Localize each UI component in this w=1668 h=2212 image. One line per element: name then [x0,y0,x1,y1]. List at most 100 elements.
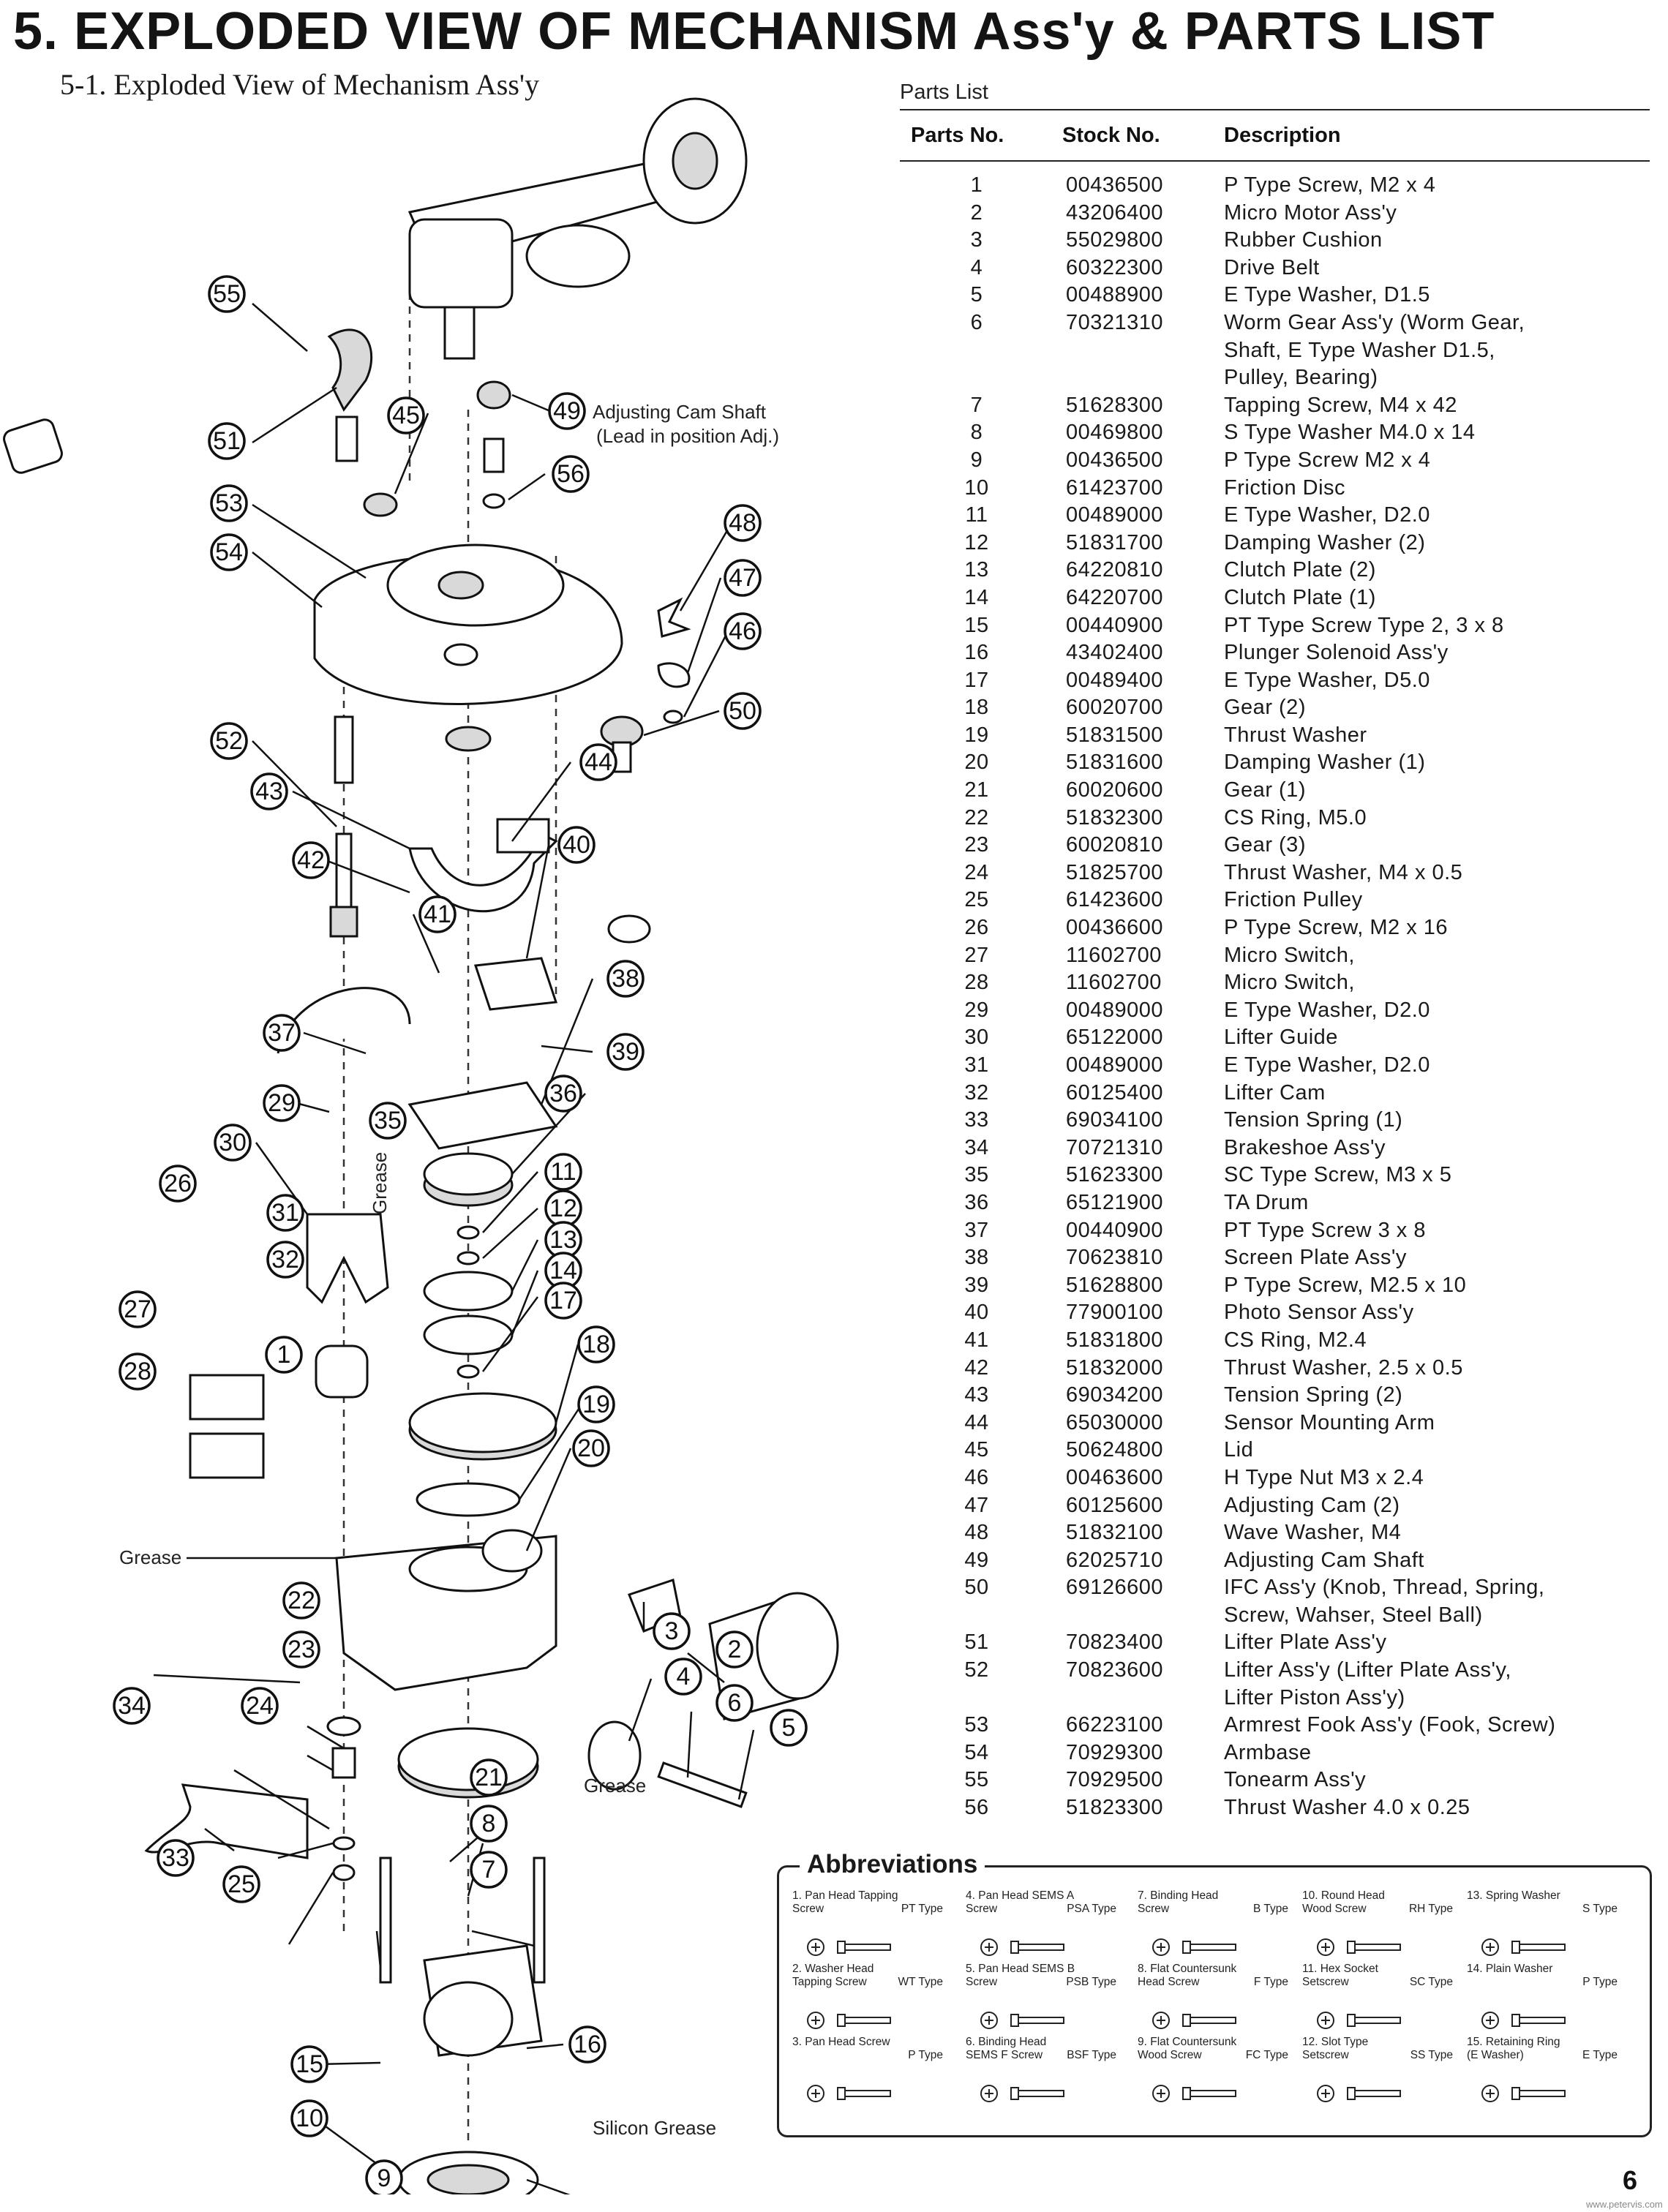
callout-26: 26 [159,1165,197,1203]
parts-list-top-rule [900,109,1650,110]
abbreviation-name: 15. Retaining Ring (E Washer) [1467,2036,1560,2061]
description-cell: E Type Washer, D2.0 [1224,998,1430,1022]
svg-text:31: 31 [271,1199,299,1227]
flat-countersunk-wood-screw-icon [1151,2081,1282,2110]
callout-50: 50 [724,692,762,730]
part-number-cell: 11 [965,503,988,527]
header-stock-no: Stock No. [1062,123,1160,147]
abbreviation-name: 12. Slot Type Setscrew [1302,2036,1369,2061]
callout-27: 27 [119,1290,157,1328]
stock-number-cell: 00489400 [1066,668,1164,692]
stock-number-cell: 43206400 [1066,200,1164,225]
svg-text:22: 22 [288,1587,315,1614]
abbreviation-name: 10. Round Head Wood Screw [1302,1889,1385,1915]
page-number: 6 [1623,2165,1638,2195]
svg-text:35: 35 [374,1107,402,1135]
lid-part [363,492,398,517]
description-cell: Tapping Screw, M4 x 42 [1224,393,1457,417]
callout-38: 38 [606,960,645,998]
callout-4: 4 [664,1658,702,1696]
callout-5: 5 [770,1709,808,1747]
callout-34: 34 [113,1687,151,1725]
abbreviation-item: 15. Retaining Ring (E Washer)E Type [1467,2036,1628,2116]
svg-text:34: 34 [118,1692,146,1720]
description-cell: P Type Screw, M2 x 16 [1224,916,1449,940]
description-cell: Armbase [1224,1740,1312,1764]
flat-countersunk-head-screw-icon [1151,2008,1282,2036]
part-number-cell: 16 [964,641,989,665]
abbreviation-type: SS Type [1410,2049,1453,2061]
svg-text:10: 10 [296,2104,323,2132]
lifter-plate [327,328,373,412]
part-number-cell: 45 [964,1438,989,1462]
callout-43: 43 [250,772,288,810]
description-cell: Friction Disc [1224,475,1346,500]
description-cell: Gear (2) [1224,696,1306,720]
parts-list-title: Parts List [900,80,988,104]
part-number-cell: 30 [964,1026,989,1050]
description-cell: Gear (3) [1224,833,1306,857]
svg-text:21: 21 [475,1764,503,1791]
stock-number-cell: 60020600 [1066,778,1164,802]
table-row: 21 60020600 Gear (1) [900,777,1650,805]
svg-text:48: 48 [729,509,756,537]
part-number-cell: 39 [964,1273,989,1297]
svg-text:37: 37 [268,1019,296,1047]
stock-number-cell: 00489000 [1066,998,1164,1022]
description-cell: Clutch Plate (2) [1224,558,1376,582]
svg-text:30: 30 [219,1129,247,1156]
stock-number-cell: 69034100 [1066,1108,1164,1132]
stock-number-cell: 60125400 [1066,1080,1164,1105]
svg-text:4: 4 [677,1663,691,1690]
stock-number-cell: 51628800 [1066,1273,1164,1297]
description-cell: Gear (1) [1224,778,1306,802]
part-number-cell: 15 [964,613,989,637]
tonearm-assembly [3,97,748,474]
description-cell: Plunger Solenoid Ass'y [1224,641,1449,665]
callout-22: 22 [282,1581,320,1620]
svg-text:50: 50 [729,697,756,725]
abbreviation-type: B Type [1253,1903,1288,1915]
stock-number-cell: 00489000 [1066,1053,1164,1077]
part-number-cell: 21 [964,778,989,802]
stock-number-cell: 51831800 [1066,1328,1164,1352]
part-number-cell: 19 [964,723,989,747]
stock-number-cell: 70623810 [1066,1246,1164,1270]
description-cell: SC Type Screw, M3 x 5 [1224,1163,1452,1187]
description-cell: Wave Washer, M4 [1224,1521,1402,1545]
description-cell: S Type Washer M4.0 x 14 [1224,421,1476,445]
part-number-cell: 52 [964,1658,989,1682]
callout-9: 9 [365,2159,403,2197]
svg-text:40: 40 [563,831,590,859]
stock-number-cell: 51823300 [1066,1796,1164,1820]
description-cell: Adjusting Cam (2) [1224,1493,1400,1517]
callout-23: 23 [282,1630,320,1669]
abbreviation-type: FC Type [1245,2049,1288,2061]
description-cell: Damping Washer (2) [1224,530,1426,554]
stock-number-cell: 64220810 [1066,558,1164,582]
abbreviation-type: S Type [1582,1903,1618,1915]
stock-number-cell: 51628300 [1066,393,1164,417]
part-number-cell: 32 [964,1080,989,1105]
svg-text:43: 43 [255,778,283,805]
stock-number-cell: 43402400 [1066,641,1164,665]
description-cell: Micro Motor Ass'y [1224,200,1397,225]
abbreviation-name: 6. Binding Head SEMS F Screw [966,2036,1047,2061]
exploded-view-svg: 55 51 45 49 56 53 54 48 47 46 50 52 44 4… [3,97,839,2209]
note-grease-lower: Grease [584,1775,646,1797]
stock-number-cell: 51832300 [1066,805,1164,830]
